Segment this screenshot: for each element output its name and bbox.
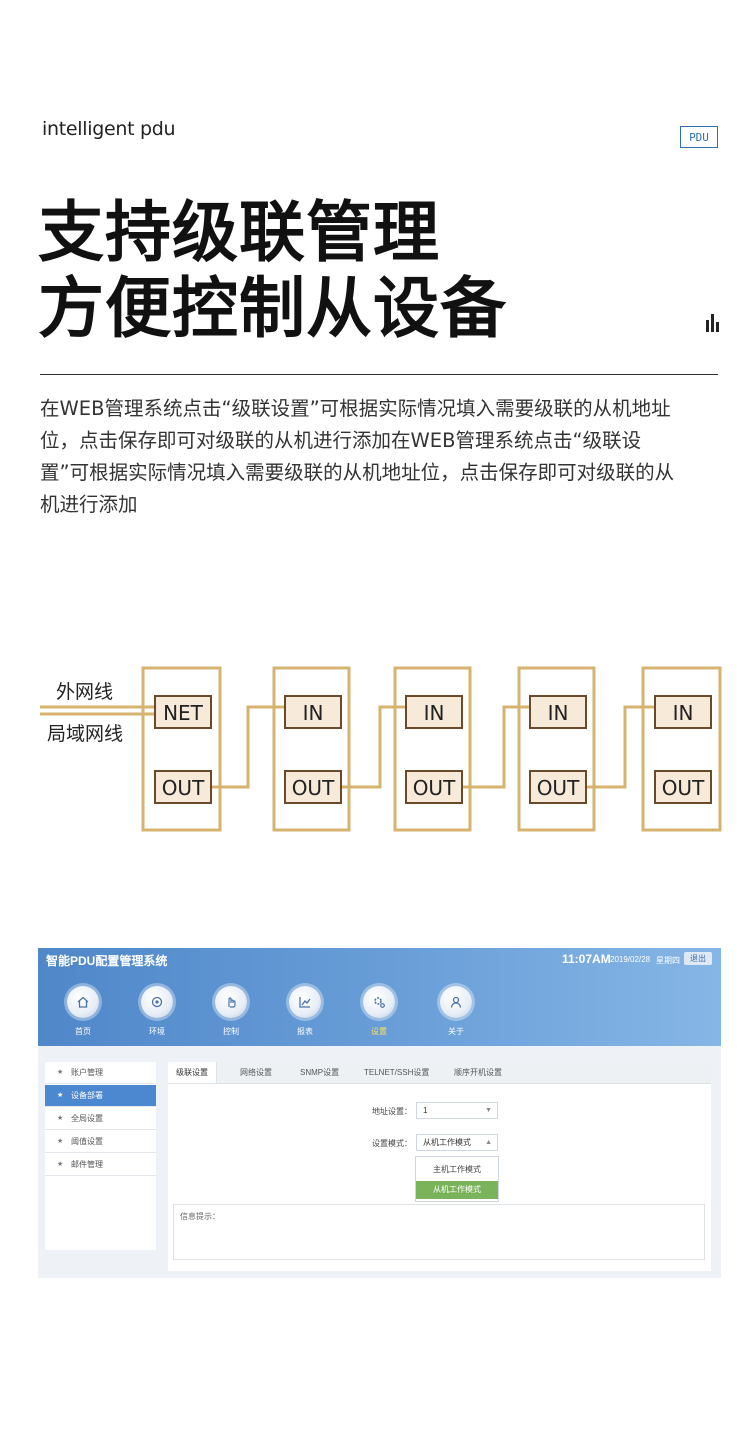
nav-label: 环境: [149, 1027, 165, 1036]
unit-frame-2: [272, 666, 351, 832]
link-1-2: [212, 705, 286, 789]
nav-home[interactable]: [67, 986, 99, 1018]
nav-label-active: 设置: [371, 1027, 387, 1036]
unit-frame-4: [517, 666, 596, 832]
description: 在WEB管理系统点击“级联设置”可根据实际情况填入需要级联的从机地址位，点击保存…: [40, 397, 675, 516]
pdu-badge: PDU: [680, 126, 718, 148]
port-out-5: [654, 770, 712, 804]
address-value: 1: [423, 1106, 428, 1115]
sidebar-item-mail[interactable]: ★邮件管理: [45, 1154, 156, 1176]
sidebar-item-global[interactable]: ★全局设置: [45, 1108, 156, 1130]
divider: [40, 374, 718, 375]
port-out-2: [284, 770, 342, 804]
port-out-4: [529, 770, 587, 804]
clock-time: 11:07AM: [562, 952, 611, 966]
bar-chart-icon: [706, 314, 719, 332]
home-icon: [77, 996, 89, 1008]
port-out-1: [154, 770, 212, 804]
star-icon: ★: [57, 1092, 64, 1099]
page-title-line-2: 方便控制从设备: [38, 270, 507, 347]
external-line-label: 外网线: [56, 681, 113, 703]
port-label: IN: [424, 701, 445, 725]
star-icon: ★: [57, 1138, 64, 1145]
hand-icon: [228, 997, 236, 1008]
brand-text: intelligent pdu: [42, 118, 176, 140]
nav-settings[interactable]: [363, 986, 395, 1018]
tab-boot-order[interactable]: 顺序开机设置: [454, 1068, 502, 1077]
port-in-5: [654, 695, 712, 729]
clock-weekday: 星期四: [656, 956, 680, 965]
port-in-4: [529, 695, 587, 729]
sidebar-item-account[interactable]: ★账户管理: [45, 1062, 156, 1084]
user-icon: [450, 996, 462, 1008]
port-in-2: [284, 695, 342, 729]
mode-value: 从机工作模式: [423, 1138, 471, 1147]
unit-frame-3: [393, 666, 472, 832]
port-in-3: [405, 695, 463, 729]
tab-cascade[interactable]: 级联设置: [168, 1062, 217, 1083]
port-label: IN: [548, 701, 569, 725]
port-label: OUT: [537, 776, 580, 800]
page-title-line-1: 支持级联管理: [38, 194, 440, 271]
sidebar-item-threshold[interactable]: ★阈值设置: [45, 1131, 156, 1153]
mode-select[interactable]: 从机工作模式 ▲: [416, 1134, 498, 1151]
unit-frame-1: [141, 666, 222, 832]
management-ui: 智能PDU配置管理系统 11:07AM 2019/02/28 星期四 退出 首页…: [38, 948, 721, 1278]
environment-icon: [151, 996, 163, 1008]
lan-line-label: 局域网线: [47, 723, 123, 745]
ui-main-panel: 级联设置 网络设置 SNMP设置 TELNET/SSH设置 顺序开机设置 地址设…: [168, 1062, 711, 1271]
port-out-3: [405, 770, 463, 804]
nav-about[interactable]: [440, 986, 472, 1018]
address-select[interactable]: 1 ▼: [416, 1102, 498, 1119]
nav-label: 关于: [448, 1027, 464, 1036]
tab-network[interactable]: 网络设置: [240, 1068, 272, 1077]
nav-label: 控制: [223, 1027, 239, 1036]
link-4-5: [585, 705, 656, 789]
port-label: IN: [673, 701, 694, 725]
star-icon: ★: [57, 1115, 64, 1122]
port-label: NET: [163, 701, 204, 725]
sidebar-item-device-deploy[interactable]: ★设备部署: [45, 1085, 156, 1107]
mode-label: 设置模式：: [372, 1139, 412, 1148]
ui-sidebar: ★账户管理 ★设备部署 ★全局设置 ★阈值设置 ★邮件管理: [45, 1062, 156, 1250]
tab-telnet-ssh[interactable]: TELNET/SSH设置: [364, 1068, 430, 1077]
ui-header: 智能PDU配置管理系统 11:07AM 2019/02/28 星期四 退出 首页…: [38, 948, 721, 1046]
tab-bar: 级联设置 网络设置 SNMP设置 TELNET/SSH设置 顺序开机设置: [168, 1062, 711, 1084]
info-box: 信息提示：: [173, 1204, 705, 1260]
port-label: OUT: [413, 776, 456, 800]
port-label: IN: [303, 701, 324, 725]
info-label: 信息提示：: [180, 1212, 220, 1221]
port-label: OUT: [162, 776, 205, 800]
settings-icon: [374, 997, 385, 1008]
option-slave-mode[interactable]: 从机工作模式: [416, 1181, 498, 1199]
unit-frame-5: [641, 666, 722, 832]
chart-icon: [299, 997, 311, 1008]
clock-date: 2019/02/28: [610, 955, 651, 964]
port-label: OUT: [292, 776, 335, 800]
mode-dropdown: 主机工作模式 从机工作模式: [415, 1156, 499, 1202]
chevron-down-icon: ▼: [485, 1107, 492, 1114]
app-title: 智能PDU配置管理系统: [46, 954, 168, 968]
logout-button[interactable]: 退出: [684, 952, 712, 965]
nav-label: 首页: [75, 1027, 91, 1036]
nav-control[interactable]: [215, 986, 247, 1018]
tab-snmp[interactable]: SNMP设置: [300, 1068, 340, 1077]
option-master-mode[interactable]: 主机工作模式: [433, 1165, 481, 1174]
star-icon: ★: [57, 1161, 64, 1168]
port-net-1: [154, 695, 212, 729]
star-icon: ★: [57, 1069, 64, 1076]
nav-environment[interactable]: [141, 986, 173, 1018]
address-label: 地址设置：: [372, 1107, 412, 1116]
chevron-up-icon: ▲: [485, 1139, 492, 1146]
nav-label: 报表: [297, 1027, 313, 1036]
nav-report[interactable]: [289, 986, 321, 1018]
port-label: OUT: [662, 776, 705, 800]
cascade-diagram: NET OUT IN OUT IN OUT IN OUT IN OUT 外网线 …: [40, 666, 722, 832]
